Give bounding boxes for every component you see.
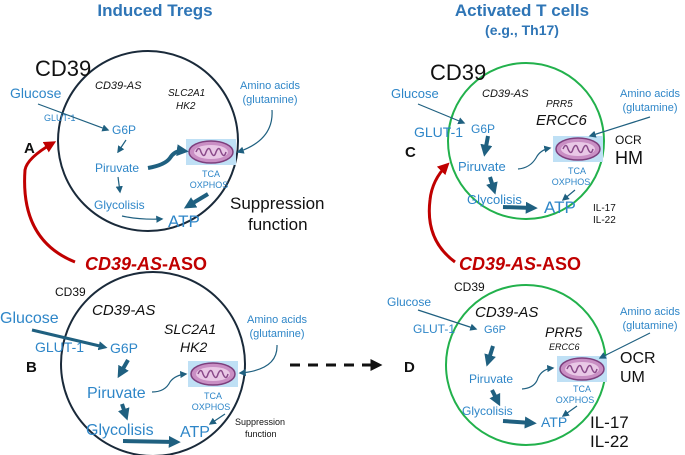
glucose-label: Glucose: [10, 85, 62, 101]
function-label: function: [245, 429, 277, 439]
suppression-label: Suppression: [230, 194, 325, 213]
aso-right: CD39-AS-ASO: [427, 162, 581, 274]
panel-label: C: [405, 144, 416, 161]
cd39-as-gene: CD39-AS: [95, 80, 142, 92]
amino-acids-label: Amino acids: [240, 80, 300, 92]
gene-prr5: PRR5: [546, 99, 573, 110]
atp-label: ATP: [544, 198, 576, 217]
il22-label: IL-22: [590, 432, 629, 451]
panel-a: A CD39 CD39-AS SLC2A1 HK2 Glucose GLUT-1…: [10, 50, 325, 234]
glut1-label: GLUT-1: [414, 124, 463, 140]
mitochondrion-icon: [187, 360, 239, 388]
panel-label: B: [26, 359, 37, 376]
red-inhibit-arrow: [23, 141, 76, 264]
glut1-label: GLUT-1: [413, 322, 455, 336]
glycolisis-label: Glycolisis: [467, 192, 522, 207]
oxphos-label: OXPHOS: [552, 177, 591, 187]
title-activated-t-cells: Activated T cells: [455, 1, 589, 20]
piruvate-label: Piruvate: [87, 385, 146, 402]
ocr-level: UM: [620, 369, 645, 386]
th17-cell-circle: [447, 62, 605, 220]
glycolisis-label: Glycolisis: [94, 198, 145, 212]
panel-d: D CD39 CD39-AS PRR5 ERCC6 Glucose GLUT-1…: [387, 280, 680, 451]
cd39-label: CD39: [430, 60, 486, 85]
cd39-as-gene: CD39-AS: [92, 302, 155, 319]
mitochondrion-icon: [185, 138, 237, 166]
cd39-label: CD39: [55, 285, 86, 299]
gene-ercc6: ERCC6: [549, 342, 580, 352]
oxphos-label: OXPHOS: [190, 180, 229, 190]
glut1-label: GLUT-1: [35, 339, 84, 355]
amino-acids-label: Amino acids: [247, 314, 307, 326]
mitochondrion-icon: [556, 355, 608, 383]
gene-slc2a1: SLC2A1: [164, 321, 216, 337]
glucose-label: Glucose: [391, 86, 439, 101]
tca-label: TCA: [204, 391, 222, 401]
panel-c: C CD39 CD39-AS PRR5 ERCC6 Glucose GLUT-1…: [391, 60, 680, 226]
glutamine-label: (glutamine): [622, 320, 677, 332]
il22-label: IL-22: [593, 215, 616, 226]
panel-b: B CD39 CD39-AS SLC2A1 HK2 Glucose GLUT-1…: [0, 271, 307, 455]
ocr-level: HM: [615, 148, 643, 168]
cd39-label: CD39: [35, 56, 91, 81]
panel-label: D: [404, 359, 415, 376]
subtitle-th17: (e.g., Th17): [485, 22, 559, 38]
suppression-label: Suppression: [235, 417, 285, 427]
cd39-label: CD39: [454, 280, 485, 294]
aso-label: CD39-AS-ASO: [85, 254, 207, 274]
function-label: function: [248, 215, 308, 234]
glucose-label: Glucose: [387, 295, 431, 309]
mitochondrion-icon: [552, 135, 604, 163]
cd39-as-gene: CD39-AS: [475, 304, 538, 321]
g6p-label: G6P: [484, 324, 506, 336]
oxphos-label: OXPHOS: [192, 402, 231, 412]
glut1-label: GLUT-1: [44, 113, 76, 123]
aso-left: CD39-AS-ASO: [23, 141, 207, 274]
tca-label: TCA: [573, 384, 591, 394]
piruvate-label: Piruvate: [469, 372, 513, 386]
treg-cell-circle: [57, 50, 239, 232]
amino-acids-label: Amino acids: [620, 306, 680, 318]
title-induced-tregs: Induced Tregs: [97, 1, 212, 20]
glycolisis-label: Glycolisis: [462, 404, 513, 418]
oxphos-label: OXPHOS: [556, 395, 595, 405]
glutamine-label: (glutamine): [622, 102, 677, 114]
glucose-label: Glucose: [0, 310, 59, 327]
red-inhibit-arrow: [427, 162, 456, 264]
ocr-label: OCR: [615, 133, 642, 147]
il17-label: IL-17: [590, 413, 629, 432]
cd39-as-gene: CD39-AS: [482, 88, 529, 100]
piruvate-label: Piruvate: [95, 161, 139, 175]
ocr-label: OCR: [620, 350, 656, 367]
g6p-label: G6P: [110, 340, 138, 356]
glutamine-label: (glutamine): [242, 94, 297, 106]
gene-slc2a1: SLC2A1: [168, 88, 205, 99]
il17-label: IL-17: [593, 203, 616, 214]
piruvate-label: Piruvate: [458, 159, 506, 174]
glycolisis-label: Glycolisis: [86, 422, 154, 439]
atp-label: ATP: [168, 212, 200, 231]
panel-label: A: [24, 140, 35, 157]
aso-label: CD39-AS-ASO: [459, 254, 581, 274]
atp-label: ATP: [180, 424, 210, 441]
treg-cell-circle: [60, 271, 246, 455]
tca-label: TCA: [568, 166, 586, 176]
gene-ercc6: ERCC6: [536, 112, 588, 129]
gene-hk2: HK2: [176, 101, 196, 112]
amino-acids-label: Amino acids: [620, 88, 680, 100]
g6p-label: G6P: [112, 123, 136, 137]
glutamine-label: (glutamine): [249, 328, 304, 340]
tca-label: TCA: [202, 169, 220, 179]
gene-prr5: PRR5: [545, 324, 583, 340]
gene-hk2: HK2: [180, 339, 207, 355]
g6p-label: G6P: [471, 122, 495, 136]
atp-label: ATP: [541, 414, 567, 430]
